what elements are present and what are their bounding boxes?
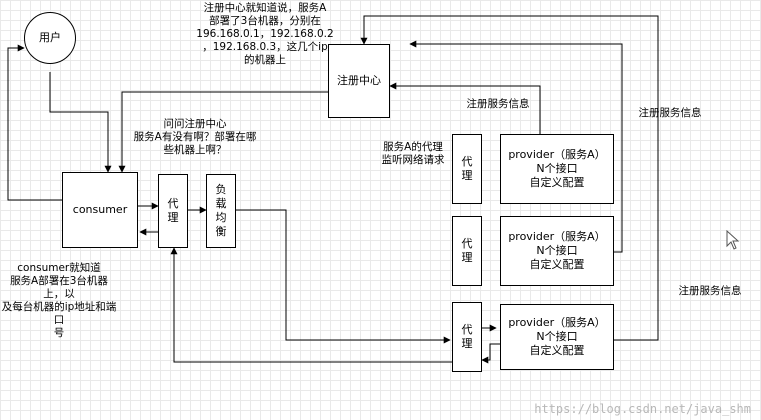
- registry-node: 注册中心: [328, 44, 390, 118]
- mouse-cursor-icon: [726, 230, 740, 250]
- watermark-text: https://blog.csdn.net/java_shm: [534, 402, 751, 416]
- note-consumer-knows: consumer就知道 服务A部署在3台机器上，以 及每台机器的ip地址和端口 …: [1, 262, 117, 339]
- note-proxy-listen: 服务A的代理 监听网络请求: [381, 141, 445, 166]
- edge-consumer-user: [7, 44, 62, 201]
- user-node: 用户: [24, 12, 76, 64]
- provider-proxy-1-label: 代 理: [461, 155, 473, 182]
- user-label: 用户: [39, 31, 61, 44]
- load-balancer-label: 负 载 均 衡: [215, 183, 227, 238]
- provider-proxy-3-node: 代 理: [452, 302, 482, 372]
- provider-2-label: provider（服务A） N个接口 自定义配置: [508, 230, 606, 271]
- provider-1-label: provider（服务A） N个接口 自定义配置: [508, 148, 606, 189]
- note-registry-knows: 注册中心就知道说，服务A 部署了3台机器，分别在 196.168.0.1，192…: [196, 2, 334, 66]
- provider-3-node: provider（服务A） N个接口 自定义配置: [500, 304, 614, 370]
- consumer-proxy-label: 代 理: [167, 197, 179, 224]
- provider-3-label: provider（服务A） N个接口 自定义配置: [508, 316, 606, 357]
- edge-user-consumer: [49, 72, 112, 173]
- provider-2-node: provider（服务A） N个接口 自定义配置: [500, 216, 614, 286]
- consumer-node: consumer: [62, 172, 138, 248]
- consumer-proxy-node: 代 理: [158, 174, 188, 248]
- edge-provider1-registry: [389, 82, 541, 134]
- edge-registry-consumer: [118, 91, 328, 173]
- note-register-info-1: 注册服务信息: [466, 98, 530, 110]
- edge-provider2-registry: [409, 40, 623, 253]
- edge-lb-proxy3: [236, 209, 451, 344]
- consumer-label: consumer: [72, 203, 128, 216]
- provider-proxy-2-label: 代 理: [461, 237, 473, 264]
- edge-provider3-proxy3: [481, 343, 500, 364]
- provider-proxy-2-node: 代 理: [452, 216, 482, 286]
- note-ask-registry: 问问注册中心 服务A有没有啊？部署在哪 些机器上啊？: [133, 118, 257, 156]
- provider-proxy-1-node: 代 理: [452, 134, 482, 204]
- note-register-info-2: 注册服务信息: [638, 107, 702, 119]
- load-balancer-node: 负 载 均 衡: [206, 174, 236, 248]
- provider-1-node: provider（服务A） N个接口 自定义配置: [500, 134, 614, 204]
- provider-proxy-3-label: 代 理: [461, 323, 473, 350]
- registry-label: 注册中心: [337, 74, 381, 87]
- edge-provider3-registry: [360, 15, 659, 341]
- note-register-info-3: 注册服务信息: [678, 285, 742, 297]
- edge-proxy3-consumer-proxy: [170, 247, 452, 363]
